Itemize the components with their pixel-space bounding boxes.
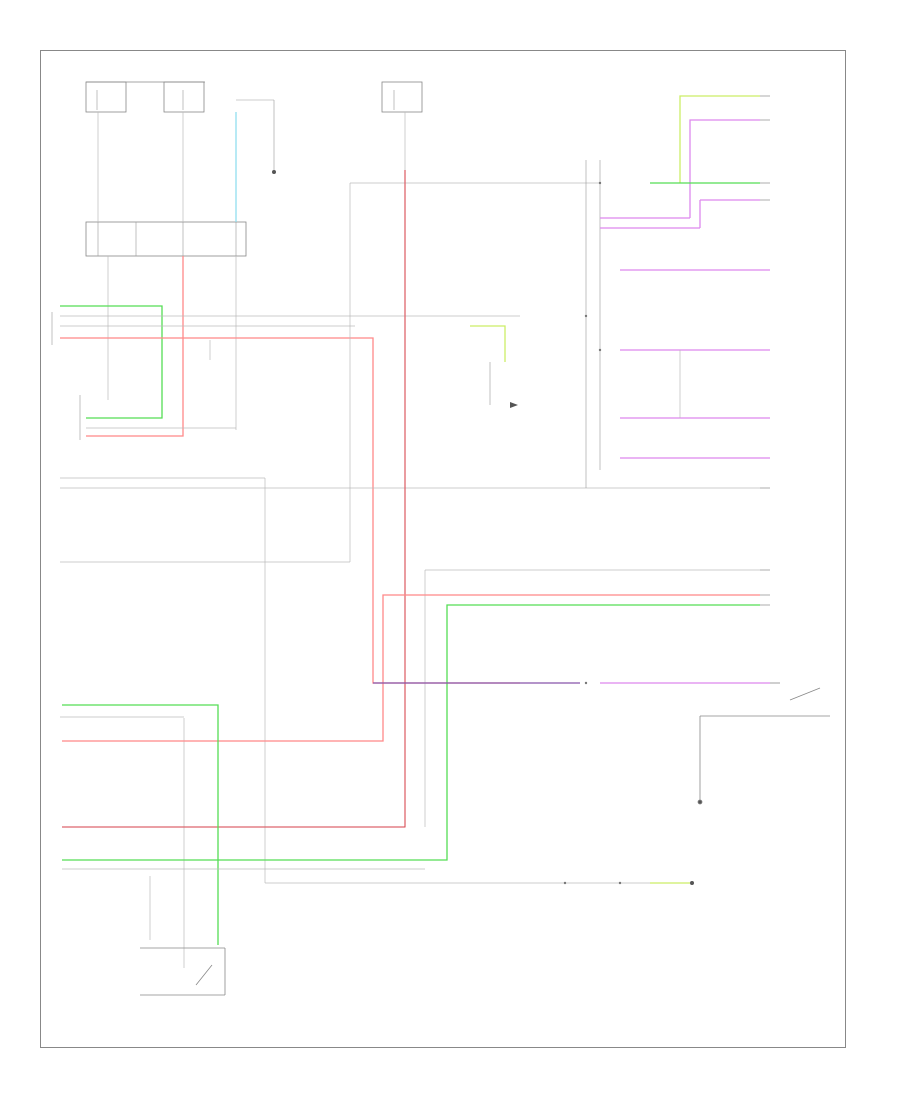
violet-wire-top-right	[689, 119, 760, 218]
junction-box-left	[85, 221, 247, 257]
switch-arrow-center	[510, 402, 518, 408]
connector-bottom-center	[540, 881, 694, 885]
red-wire-lower	[62, 594, 760, 742]
violet-wires-right	[600, 199, 770, 459]
yellow-wire-center	[470, 325, 506, 362]
green-wire-left-loop	[60, 305, 163, 419]
ground-symbol-top	[236, 99, 276, 174]
gray-wires-left-block	[60, 182, 760, 968]
red-wire-main-horizontal	[60, 337, 520, 684]
red-wire-left	[86, 256, 184, 437]
switch-bottom-left	[140, 947, 226, 996]
switch-bottom-right	[697, 682, 830, 805]
diagram-border	[40, 50, 846, 1048]
dark-red-wire-center	[62, 170, 406, 828]
left-connector	[51, 312, 81, 440]
green-wire-lower-right	[62, 604, 760, 861]
splice-dots	[563, 181, 622, 885]
gray-wires-left-vertical	[97, 112, 237, 430]
right-module-bus	[585, 160, 601, 488]
fuse-block-center-top	[381, 81, 423, 113]
right-terminals	[760, 95, 770, 606]
fuse-block-top-left	[85, 81, 205, 113]
green-wire-lower-left	[62, 704, 219, 945]
yellow-green-wire-top-right	[679, 95, 760, 183]
